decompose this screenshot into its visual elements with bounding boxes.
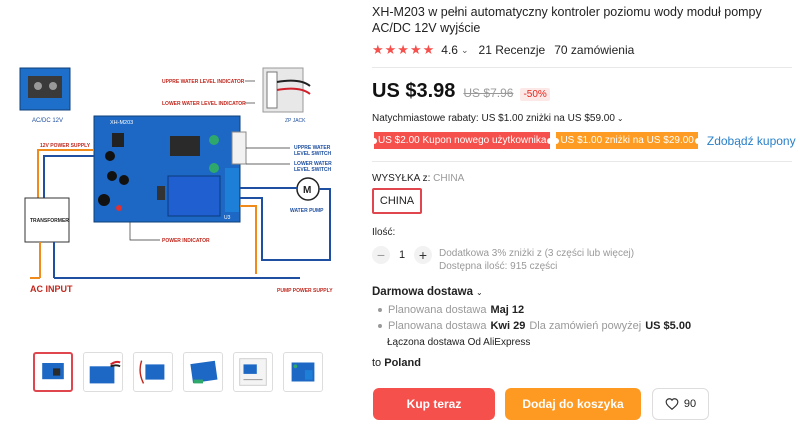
shipping-from-label: WYSYŁKA z: (372, 173, 431, 184)
lower-switch-label-2: LEVEL SWITCH (294, 167, 332, 173)
store-coupon[interactable]: US $1.00 zniżki na US $29.00 (556, 132, 698, 149)
shipping-from-country: CHINA (433, 173, 465, 184)
wishlist-count: 90 (683, 398, 697, 410)
destination-country: Poland (384, 357, 421, 369)
board-model-label: XH-M203 (110, 120, 133, 126)
power-indicator-label: POWER INDICATOR (162, 238, 210, 244)
thumbnail-4[interactable] (183, 352, 223, 392)
free-delivery-toggle[interactable]: Darmowa dostawa⌄ (372, 286, 483, 298)
available-quantity: Dostępna ilość: 915 części (439, 261, 558, 272)
delivery-condition: Dla zamówień powyżej (529, 320, 642, 332)
coupon-row: US $2.00 Kupon nowego użytkownika US $1.… (374, 132, 796, 149)
thumbnail-1[interactable] (33, 352, 73, 392)
new-user-coupon[interactable]: US $2.00 Kupon nowego użytkownika (374, 132, 551, 149)
increment-button[interactable]: + (414, 246, 432, 264)
u3-label: U3 (224, 215, 231, 221)
product-info: XH-M203 w pełni automatyczny kontroler p… (372, 0, 792, 57)
rating-stars-icon: ★★★★★ (372, 42, 436, 57)
lower-indicator-label: LOWER WATER LEVEL INDICATOR (162, 101, 246, 107)
lower-switch-label-1: LOWER WATER (294, 161, 332, 167)
delivery-label: Planowana dostawa (388, 304, 487, 316)
upper-indicator-label: UPPRE WATER LEVEL INDICATOR (162, 79, 245, 85)
chevron-down-icon: ⌄ (616, 114, 624, 123)
upper-switch-label-1: UPPRE WATER (294, 145, 331, 151)
power-12v-label: 12V POWER SUPPLY (40, 143, 91, 149)
delivery-estimate-1: Planowana dostawa Maj 12 (378, 304, 524, 316)
ac-input-label: AC INPUT (30, 284, 73, 294)
destination[interactable]: to Poland (372, 357, 421, 369)
thumbnail-3[interactable] (133, 352, 173, 392)
bullet-icon (378, 308, 382, 312)
transformer-label: TRANSFORMER (30, 218, 69, 224)
instant-discount[interactable]: Natychmiastowe rabaty: US $1.00 zniżki n… (372, 113, 624, 124)
motor-symbol: M (303, 185, 311, 196)
old-price: US $7.96 (463, 86, 514, 100)
heart-icon (665, 398, 679, 411)
thumbnail-strip (33, 352, 323, 392)
rating-value: 4.6 (441, 43, 458, 57)
price-row: US $3.98 US $7.96 -50% (372, 80, 550, 103)
delivery-label: Planowana dostawa (388, 320, 487, 332)
delivery-date: Maj 12 (490, 304, 525, 316)
delivery-title: Darmowa dostawa (372, 286, 473, 298)
bullet-icon (378, 324, 382, 328)
divider (372, 67, 792, 68)
reviews-link[interactable]: 21 Recenzje (478, 43, 546, 57)
instant-discount-text: Natychmiastowe rabaty: US $1.00 zniżki n… (372, 113, 615, 124)
bulk-discount-note: Dodatkowa 3% zniżki z (3 części lub więc… (439, 248, 635, 259)
upper-switch-label-2: LEVEL SWITCH (294, 151, 332, 157)
zp-jack-label: ZP JACK (285, 118, 306, 124)
destination-prefix: to (372, 357, 382, 369)
shipping-from: WYSYŁKA z: CHINA (372, 173, 464, 184)
chevron-down-icon[interactable]: ⌄ (460, 44, 469, 55)
buy-now-button[interactable]: Kup teraz (373, 388, 495, 420)
product-title: XH-M203 w pełni automatyczny kontroler p… (372, 5, 762, 35)
get-coupons-link[interactable]: Zdobądź kupony (706, 133, 796, 148)
delivery-estimate-2: Planowana dostawa Kwi 29 Dla zamówień po… (378, 320, 691, 332)
wiring-diagram: AC/DC 12V UPPRE WATER LEVEL INDICATOR LO… (19, 67, 333, 294)
delivery-date: Kwi 29 (490, 320, 526, 332)
rating-row: ★★★★★ 4.6 ⌄ 21 Recenzje 70 zamówienia (372, 42, 792, 57)
acdc-label: AC/DC 12V (32, 118, 63, 124)
discount-badge: -50% (520, 88, 550, 101)
divider (372, 161, 792, 162)
product-main-image[interactable]: AC/DC 12V UPPRE WATER LEVEL INDICATOR LO… (0, 48, 352, 338)
quantity-value[interactable]: 1 (398, 249, 406, 261)
thumbnail-2[interactable] (83, 352, 123, 392)
current-price: US $3.98 (372, 80, 456, 102)
decrement-button[interactable]: − (372, 246, 390, 264)
carrier-info: Łączona dostawa Od AliExpress (387, 337, 531, 348)
orders-count: 70 zamówienia (554, 43, 635, 57)
quantity-notes: Dodatkowa 3% zniżki z (3 części lub więc… (439, 247, 634, 273)
thumbnail-6[interactable] (283, 352, 323, 392)
quantity-label: Ilość: (372, 227, 396, 238)
delivery-threshold: US $5.00 (645, 320, 692, 332)
ship-from-option-china[interactable]: CHINA (372, 188, 422, 214)
chevron-down-icon: ⌄ (475, 288, 483, 297)
thumbnail-5[interactable] (233, 352, 273, 392)
add-to-cart-button[interactable]: Dodaj do koszyka (505, 388, 641, 420)
water-pump-label: WATER PUMP (290, 208, 324, 214)
pump-supply-label: PUMP POWER SUPPLY (277, 288, 333, 294)
quantity-stepper: − 1 + (372, 246, 432, 264)
wishlist-button[interactable]: 90 (652, 388, 709, 420)
